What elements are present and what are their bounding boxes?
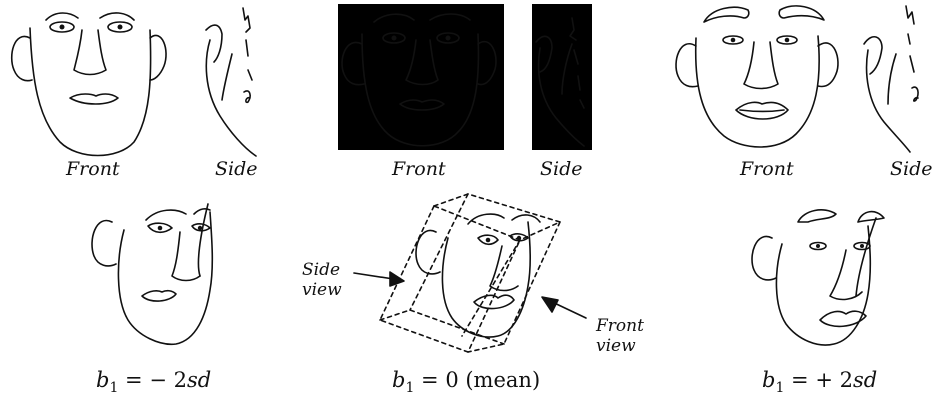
caption-minus2sd: b1 = − 2sd	[96, 368, 211, 396]
caption-unit: sd	[187, 368, 211, 392]
caption-var: b	[96, 368, 109, 392]
rotated-face-minus2sd	[92, 204, 212, 344]
caption-var: b	[762, 368, 775, 392]
rotated-face-plus2sd	[752, 210, 884, 345]
front-view-line2: view	[596, 336, 644, 356]
front-view-box	[338, 4, 504, 150]
rotated-face-mean	[354, 194, 586, 352]
caption-plus2sd: b1 = + 2sd	[762, 368, 877, 396]
label-front-right: Front	[740, 158, 794, 180]
caption-unit: sd	[853, 368, 877, 392]
caption-var: b	[392, 368, 405, 392]
label-side-right: Side	[890, 158, 933, 180]
side-face-minus2sd	[206, 8, 256, 156]
side-view-line1: Side	[302, 260, 342, 280]
label-front-left: Front	[66, 158, 120, 180]
caption-tail: (mean)	[459, 368, 540, 392]
caption-eq: = + 2	[784, 368, 853, 392]
label-side-left: Side	[215, 158, 258, 180]
front-face-plus2sd	[676, 6, 838, 147]
front-view-line1: Front	[596, 316, 644, 336]
front-view-annotation: Front view	[596, 316, 644, 356]
caption-eq: = − 2	[118, 368, 187, 392]
side-view-box	[532, 4, 592, 150]
label-front-middle: Front	[392, 158, 446, 180]
side-view-line2: view	[302, 280, 342, 300]
caption-mean: b1 = 0 (mean)	[392, 368, 540, 396]
label-side-middle: Side	[540, 158, 583, 180]
front-face-minus2sd	[12, 13, 166, 156]
side-face-plus2sd	[864, 6, 918, 152]
side-view-annotation: Side view	[302, 260, 342, 300]
caption-eq: = 0	[414, 368, 458, 392]
